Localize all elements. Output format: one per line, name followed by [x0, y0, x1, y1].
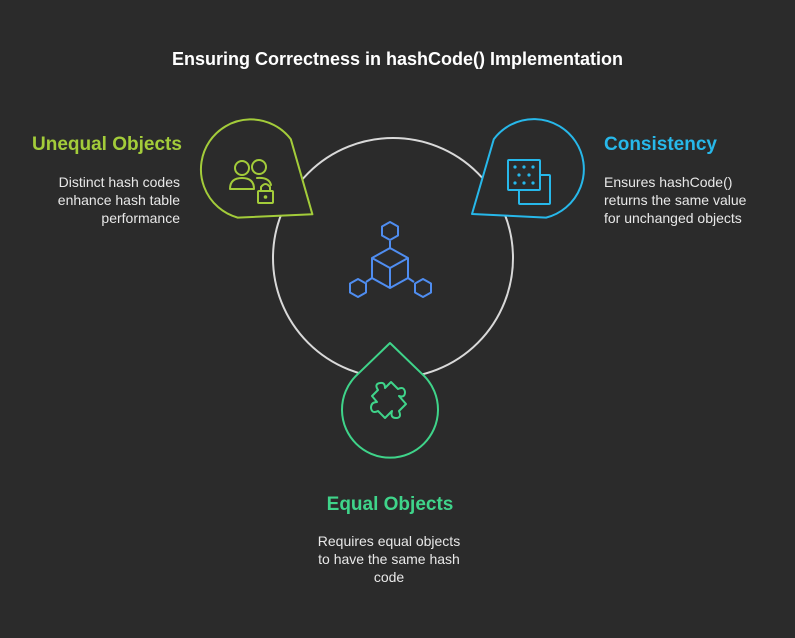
equal-marker [341, 342, 439, 459]
consistency-desc-line: for unchanged objects [604, 210, 742, 226]
copy-dots-icon [507, 159, 551, 205]
unequal-desc-line: Distinct hash codes [58, 174, 180, 190]
center-circle [272, 137, 514, 379]
equal-heading: Equal Objects [326, 494, 454, 515]
page-title: Ensuring Correctness in hashCode() Imple… [171, 49, 624, 69]
puzzle-piece-icon [370, 381, 407, 419]
equal-description: Requires equal objects to have the same … [289, 532, 489, 586]
unequal-marker [199, 118, 314, 219]
unequal-desc-line: performance [101, 210, 180, 226]
unequal-heading: Unequal Objects [32, 134, 182, 155]
unequal-description: Distinct hash codes enhance hash table p… [20, 173, 180, 227]
equal-desc-line: to have the same hash [318, 551, 460, 567]
network-cube-icon [349, 221, 432, 298]
equal-desc-line: code [373, 569, 405, 585]
consistency-desc-line: Ensures hashCode() [604, 174, 733, 190]
unequal-desc-line: enhance hash table [57, 192, 180, 208]
users-lock-icon [229, 159, 274, 204]
consistency-description: Ensures hashCode() returns the same valu… [604, 173, 784, 227]
consistency-heading: Consistency [604, 134, 717, 155]
equal-desc-line: Requires equal objects [317, 533, 461, 549]
consistency-desc-line: returns the same value [604, 192, 747, 208]
